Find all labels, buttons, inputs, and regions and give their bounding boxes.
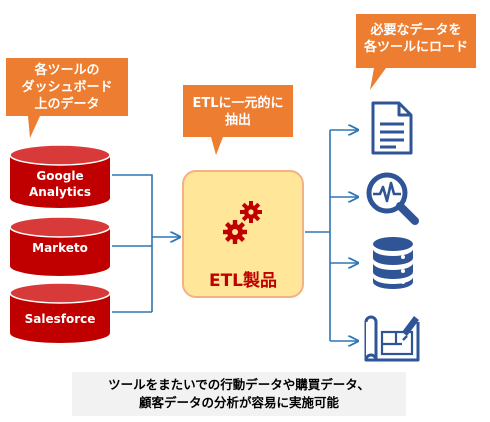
source-label-marketo: Marketo	[10, 240, 110, 256]
source-cylinder-salesforce	[9, 282, 111, 343]
load-callout-text: 必要なデータを 各ツールにロード	[356, 22, 476, 56]
extract-callout-line: 抽出	[224, 113, 251, 128]
caption-box: ツールをまたいでの行動データや購買データ、 顧客データの分析が容易に実施可能	[72, 372, 406, 416]
extract-callout-line: ETLに一元的に	[192, 96, 284, 111]
etl-product-label: ETL製品	[208, 271, 278, 291]
database-icon	[373, 237, 413, 289]
load-callout-line: 各ツールにロード	[363, 40, 468, 55]
extract-callout-text: ETLに一元的に 抽出	[183, 95, 293, 129]
caption-line: 顧客データの分析が容易に実施可能	[138, 395, 339, 410]
source-connector	[112, 174, 180, 313]
source-label-line: Analytics	[29, 185, 91, 199]
source-cylinder-marketo	[9, 216, 111, 276]
gears-icon	[223, 201, 262, 244]
blueprint-icon	[364, 315, 420, 362]
source-label-line: Salesforce	[24, 312, 96, 326]
source-label-line: Marketo	[32, 241, 88, 255]
load-callout-line: 必要なデータを	[370, 23, 462, 38]
source-callout	[6, 58, 128, 138]
analytics-search-icon	[366, 172, 419, 225]
source-label-salesforce: Salesforce	[10, 311, 110, 327]
source-callout-text: 各ツールの ダッシュボード 上のデータ	[6, 62, 128, 113]
source-label-line: Google	[36, 169, 84, 183]
source-callout-line: 各ツールの	[34, 63, 100, 78]
source-callout-line: 上のデータ	[34, 97, 100, 112]
document-icon	[371, 101, 413, 155]
destination-connector	[305, 130, 358, 341]
source-callout-line: ダッシュボード	[21, 80, 113, 95]
load-callout	[356, 14, 476, 90]
source-label-google-analytics: Google Analytics	[10, 168, 110, 200]
extract-callout	[183, 85, 293, 155]
source-cylinder-google-analytics	[9, 144, 111, 208]
caption-line: ツールをまたいでの行動データや購買データ、	[108, 377, 370, 392]
